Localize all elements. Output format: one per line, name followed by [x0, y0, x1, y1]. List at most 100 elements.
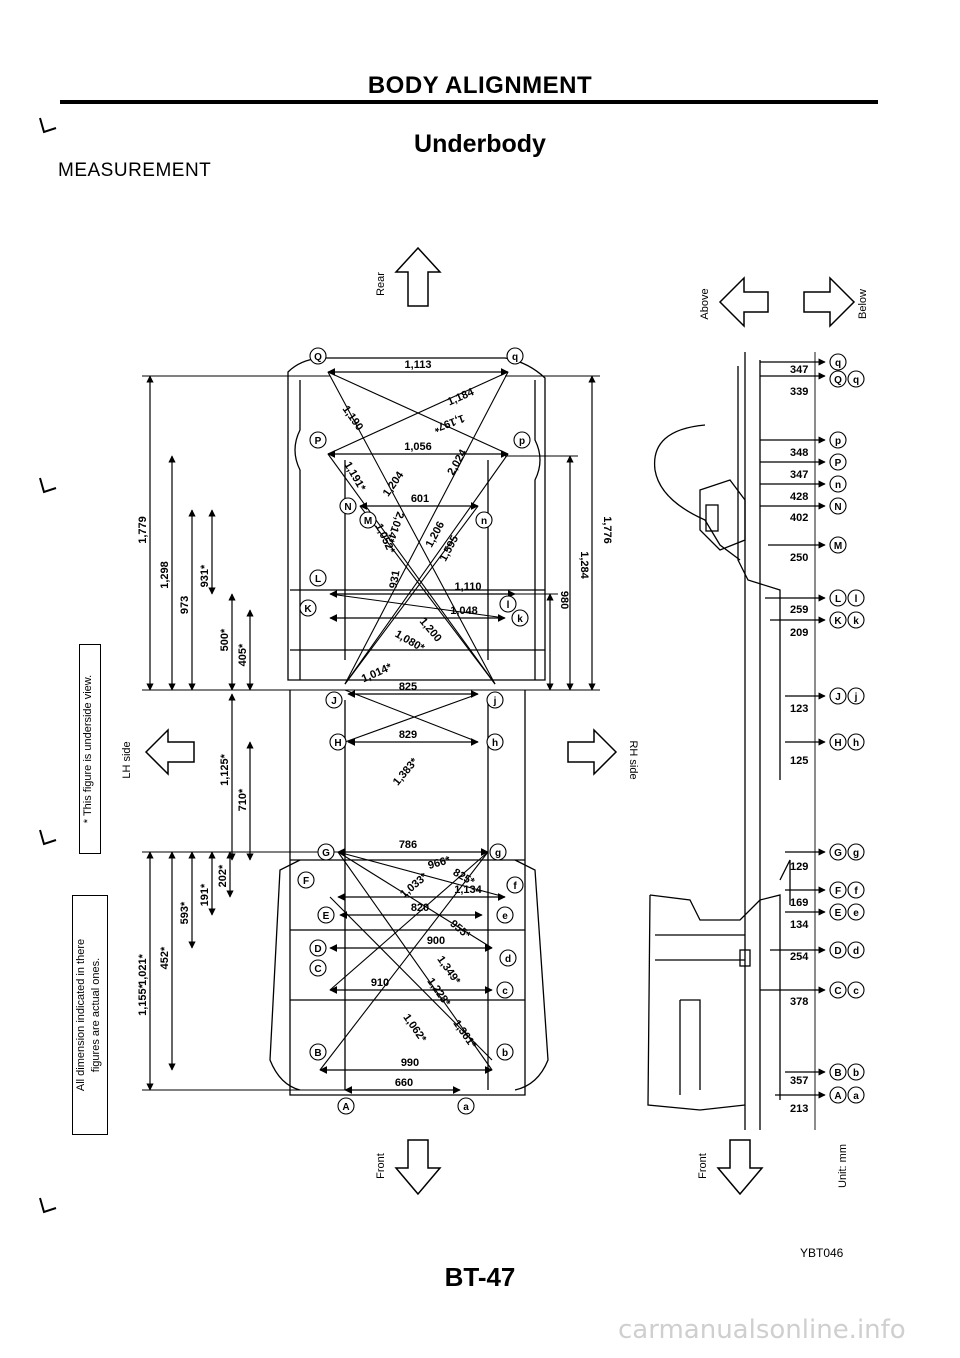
svg-text:G: G: [322, 848, 330, 859]
svg-text:Q: Q: [314, 352, 322, 363]
side-dim-labels: 347 339 348 347 428 402 250 259 209 123 …: [790, 364, 809, 1115]
svg-text:g: g: [853, 848, 859, 859]
svg-text:C: C: [314, 964, 321, 975]
dim-label: 405*: [237, 643, 249, 666]
dim-label: 900: [427, 935, 445, 947]
side-dim-label: 402: [790, 512, 808, 524]
lh-side-arrow-icon: [144, 728, 195, 776]
page-number: BT-47: [444, 1262, 516, 1292]
svg-text:N: N: [344, 502, 351, 513]
svg-text:l: l: [507, 600, 510, 611]
svg-text:j: j: [493, 696, 497, 707]
diag-label: 931: [388, 569, 403, 589]
side-dims: [760, 358, 826, 1099]
dim-label: 973: [179, 596, 191, 614]
svg-text:d: d: [505, 954, 511, 965]
plan-right-extension: [480, 375, 600, 691]
side-dim-label: 134: [790, 919, 809, 931]
svg-text:N: N: [834, 502, 841, 513]
side-dim-label: 339: [790, 386, 808, 398]
svg-text:n: n: [481, 516, 487, 527]
svg-text:K: K: [304, 604, 312, 615]
dim-label: 786: [399, 839, 417, 851]
section-title: Underbody: [414, 130, 546, 158]
svg-text:J: J: [835, 692, 841, 703]
diag-label: 1,197*: [431, 412, 466, 434]
svg-text:g: g: [495, 848, 501, 859]
side-dim-label: 259: [790, 604, 808, 616]
svg-text:K: K: [834, 616, 842, 627]
side-dim-label: 169: [790, 897, 808, 909]
svg-text:p: p: [519, 436, 525, 447]
svg-text:F: F: [835, 886, 841, 897]
diag-label: 1,383*: [391, 755, 421, 788]
rear-label: Rear: [375, 272, 387, 296]
diag-label: 955*: [447, 918, 473, 942]
svg-text:e: e: [502, 911, 508, 922]
above-label: Above: [699, 288, 711, 319]
below-label: Below: [857, 289, 869, 319]
plan-left-dim-labels: 1,779 1,298 973 931* 500* 405* 1,125* 71…: [137, 516, 249, 1016]
side-dim-label: 125: [790, 755, 808, 767]
side-profile: [647, 352, 791, 1130]
svg-text:M: M: [834, 541, 842, 552]
diag-label: 1,361*: [450, 1018, 478, 1052]
svg-text:A: A: [834, 1091, 841, 1102]
dim-label: 829: [399, 729, 417, 741]
side-dim-label: 347: [790, 364, 808, 376]
side-dim-label: 209: [790, 627, 808, 639]
dim-label: 980: [558, 591, 570, 609]
above-arrow-icon: [718, 276, 769, 328]
plan-top-dim-labels: 1,113 1,056 601 1,110 1,048 825 829 786 …: [371, 359, 483, 1089]
svg-text:b: b: [502, 1048, 508, 1059]
svg-text:c: c: [853, 986, 859, 997]
svg-text:d: d: [853, 946, 859, 957]
plan-point-markers: Q q P p N M n L K l k J j H h G g F f E …: [297, 347, 531, 1115]
direction-labels: Rear Front LH side RH side Above Below F…: [121, 272, 869, 1188]
svg-text:q: q: [853, 375, 859, 386]
side-dim-label: 254: [790, 951, 809, 963]
svg-text:b: b: [853, 1068, 859, 1079]
svg-text:P: P: [315, 436, 322, 447]
side-dim-label: 347: [790, 469, 808, 481]
svg-text:D: D: [834, 946, 841, 957]
lh-side-label: LH side: [121, 741, 133, 778]
svg-text:a: a: [463, 1102, 469, 1113]
svg-text:M: M: [364, 516, 372, 527]
measurement-heading: MEASUREMENT: [58, 160, 212, 181]
svg-text:L: L: [835, 594, 841, 605]
dim-label: 1,779: [137, 516, 149, 544]
diag-label: 1,014*: [360, 661, 395, 685]
svg-text:k: k: [853, 616, 859, 627]
margin-ticks: [39, 117, 57, 1214]
svg-text:h: h: [853, 738, 859, 749]
svg-text:A: A: [342, 1102, 349, 1113]
front-label-side: Front: [697, 1153, 709, 1179]
dim-label: 710*: [237, 788, 249, 811]
dim-label: 1,125*: [219, 753, 231, 786]
dim-label: 990: [401, 1057, 419, 1069]
svg-text:c: c: [502, 986, 508, 997]
svg-text:H: H: [334, 738, 341, 749]
diag-label: 1,080*: [393, 628, 427, 655]
svg-text:Q: Q: [834, 375, 842, 386]
side-dim-label: 213: [790, 1103, 808, 1115]
svg-text:a: a: [853, 1091, 859, 1102]
plan-left-dims: [146, 375, 254, 1091]
svg-text:J: J: [331, 696, 337, 707]
svg-text:l: l: [855, 594, 858, 605]
svg-text:E: E: [323, 911, 330, 922]
dim-label: 601: [411, 493, 429, 505]
rh-side-label: RH side: [627, 740, 639, 779]
rh-side-arrow-icon: [567, 728, 618, 776]
dim-label: 191*: [199, 883, 211, 906]
plan-diagonals: [319, 371, 509, 1071]
dim-label: 660: [395, 1077, 413, 1089]
dim-label: 1,776: [601, 516, 613, 544]
rear-arrow-icon: [394, 246, 442, 307]
side-point-markers: q Q q p P n N M L l K k J j H h G g F f …: [829, 353, 865, 1104]
dim-label: 1,021*: [137, 953, 149, 986]
svg-text:p: p: [835, 436, 841, 447]
svg-text:j: j: [854, 692, 858, 703]
